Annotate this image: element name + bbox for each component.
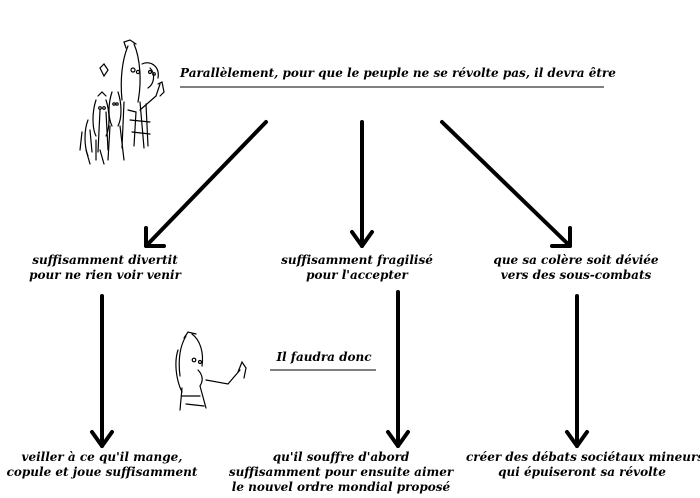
condition-right-line-2: vers des sous-combats (500, 268, 652, 282)
condition-left-line-2: pour ne rien voir venir (29, 268, 181, 282)
condition-right-line-1: que sa colère soit déviée (493, 253, 659, 267)
crowd-sketch-icon (79, 39, 165, 165)
condition-middle-line-2: pour l'accepter (306, 268, 408, 282)
condition-left: suffisamment divertit pour ne rien voir … (10, 253, 200, 283)
arrow-bottom-middle (386, 290, 410, 448)
middle-statement: Il faudra donc (276, 350, 372, 364)
condition-middle-line-1: suffisamment fragilisé (281, 253, 433, 267)
top-statement: Parallèlement, pour que le peuple ne se … (180, 66, 616, 80)
action-left: veiller à ce qu'il mange, copule et joue… (2, 450, 202, 480)
action-middle-line-1: qu'il souffre d'abord (272, 450, 410, 464)
action-right-line-1: créer des débats sociétaux mineurs (466, 450, 700, 464)
arrow-top-left (144, 120, 268, 248)
arrow-top-middle (350, 120, 374, 248)
action-middle-line-3: le nouvel ordre mondial proposé (231, 480, 451, 494)
action-left-line-2: copule et joue suffisamment (6, 465, 198, 479)
condition-left-line-1: suffisamment divertit (32, 253, 178, 267)
action-middle: qu'il souffre d'abord suffisamment pour … (226, 450, 456, 495)
arrow-bottom-left (90, 294, 114, 448)
action-right-line-2: qui épuiseront sa révolte (498, 465, 666, 479)
speaker-sketch-icon (175, 331, 247, 411)
action-left-line-1: veiller à ce qu'il mange, (21, 450, 183, 464)
arrow-top-right (440, 120, 572, 248)
action-middle-line-2: suffisamment pour ensuite aimer (228, 465, 454, 479)
condition-middle: suffisamment fragilisé pour l'accepter (262, 253, 452, 283)
action-right: créer des débats sociétaux mineurs qui é… (466, 450, 700, 480)
arrow-bottom-right (565, 294, 589, 448)
condition-right: que sa colère soit déviée vers des sous-… (476, 253, 676, 283)
